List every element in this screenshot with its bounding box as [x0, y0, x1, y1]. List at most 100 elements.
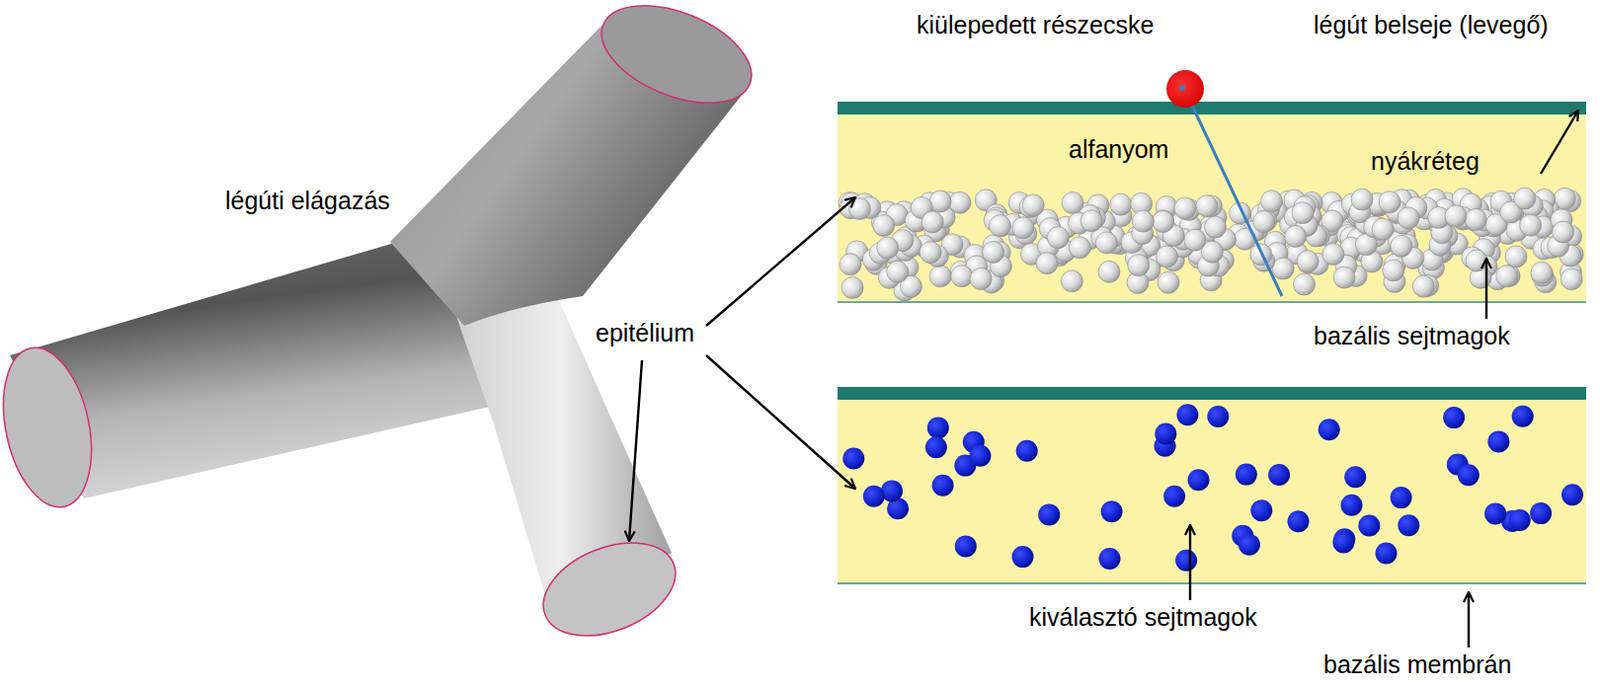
basal-nucleus [1560, 268, 1583, 291]
secretory-nucleus [1397, 514, 1420, 537]
secretory-nucleus [863, 485, 885, 508]
basal-nucleus [1465, 249, 1488, 272]
basal-nucleus [1412, 275, 1435, 298]
basal-nucleus [877, 237, 899, 259]
secretory-nucleus [1344, 466, 1366, 488]
basal-nucleus [1530, 261, 1553, 284]
basal-nucleus [1291, 202, 1314, 225]
basal-nucleus [1378, 191, 1401, 214]
basal-nucleus [1060, 270, 1083, 293]
basal-nucleus [1098, 260, 1120, 283]
airway-bifurcation [0, 0, 766, 654]
basal-nucleus [1322, 243, 1345, 266]
leader-arrows [629, 110, 1579, 648]
basal-nucleus [1080, 210, 1103, 233]
basal-nucleus [1520, 214, 1542, 237]
secretory-nucleus [1250, 499, 1273, 522]
secretory-nucleus [1332, 531, 1355, 554]
basal-nucleus [1157, 271, 1180, 294]
basal-nucleus [989, 215, 1012, 238]
secretory-nucleus [1457, 464, 1480, 486]
basal-nucleus [1152, 210, 1175, 233]
basal-nucleus [1022, 194, 1044, 217]
secretory-nucleus [842, 448, 865, 471]
secretory-nucleus [1238, 534, 1261, 557]
basal-nuclei-label: bazális sejtmagok [1313, 320, 1511, 351]
basal-nucleus [1505, 245, 1527, 268]
basal-nucleus [969, 268, 992, 291]
secretory-nucleus [1154, 423, 1177, 446]
secretory-nucleus [1268, 464, 1290, 486]
basal-nucleus [1371, 218, 1394, 240]
secretory-nucleus [932, 475, 955, 497]
secretory-nucleus [1529, 502, 1552, 525]
secretory-nucleus [1287, 510, 1310, 533]
track-label: alfanyom [1068, 134, 1169, 164]
secretory-nucleus [955, 535, 977, 558]
mucus-label: nyákréteg [1370, 146, 1480, 176]
secretory-nucleus [1012, 546, 1035, 568]
basal-nucleus [1296, 250, 1319, 273]
secretory-nucleus [1175, 550, 1198, 572]
epithelium-panel-top [837, 101, 1587, 303]
basal-nucleus [1095, 232, 1118, 254]
secretory-nuclei-label: kiválasztó sejtmagok [1029, 602, 1258, 633]
secretory-nucleus [1509, 509, 1531, 532]
basal-nucleus [1514, 187, 1536, 210]
basal-nucleus [1390, 235, 1413, 257]
basal-nucleus [982, 240, 1005, 263]
basal-nucleus [921, 211, 944, 234]
secretory-nucleus [1561, 483, 1584, 506]
secretory-nucleus [1390, 486, 1413, 509]
basal-nucleus [949, 191, 971, 214]
basal-nucleus [1036, 252, 1058, 275]
alpha-track [1185, 90, 1282, 297]
basal-nucleus [1152, 211, 1175, 234]
basal-nucleus [839, 253, 862, 276]
basal-nucleus [886, 260, 909, 283]
basal-nucleus [1068, 237, 1091, 259]
secretory-nucleus [1442, 406, 1465, 429]
basal-nucleus [1272, 257, 1294, 280]
deposited-particle [1166, 70, 1204, 108]
basal-nucleus [1496, 265, 1519, 288]
epithelium-label: epitélium [595, 318, 695, 348]
secretory-nucleus [1375, 543, 1398, 565]
secretory-nucleus [1235, 464, 1258, 486]
secretory-nucleus [968, 445, 991, 468]
basal-nucleus [1110, 193, 1132, 216]
basal-nucleus [1293, 273, 1316, 296]
basal-nucleus [1184, 229, 1206, 251]
basal-nucleus [1382, 259, 1405, 282]
basal-nucleus [1253, 211, 1276, 234]
basal-nucleus [841, 277, 864, 300]
secretory-nucleus [927, 416, 950, 439]
basal-nucleus [1012, 217, 1035, 240]
basal-nucleus [1552, 221, 1575, 243]
epithelium-panel-bottom [837, 387, 1587, 584]
basal-nucleus [1351, 188, 1373, 211]
basal-nucleus [1464, 208, 1487, 231]
basal-nucleus [1333, 266, 1356, 289]
secretory-nucleus [1038, 503, 1060, 526]
basal-nucleus [1397, 207, 1420, 230]
basal-nucleus [951, 265, 973, 288]
secretory-nucleus [1487, 430, 1510, 453]
basal-nucleus [1127, 254, 1150, 277]
secretory-nucleus [1341, 494, 1363, 517]
basal-nucleus [1204, 216, 1227, 239]
basal-nucleus [929, 265, 952, 288]
membrane-label: bazális membrán [1323, 649, 1512, 680]
secretory-nucleus [1484, 502, 1507, 525]
basal-nucleus [919, 241, 942, 264]
track-origin [1179, 84, 1186, 91]
basal-nucleus [1196, 195, 1218, 218]
secretory-nucleus [1206, 405, 1229, 428]
basal-nucleus [1174, 197, 1197, 220]
basal-nucleus [1131, 210, 1154, 233]
secretory-nucleus [1101, 500, 1123, 523]
particle-label: kiülepedett részecske [916, 9, 1154, 40]
basal-nucleus [1261, 190, 1283, 213]
secretory-nucleus [1188, 469, 1210, 491]
